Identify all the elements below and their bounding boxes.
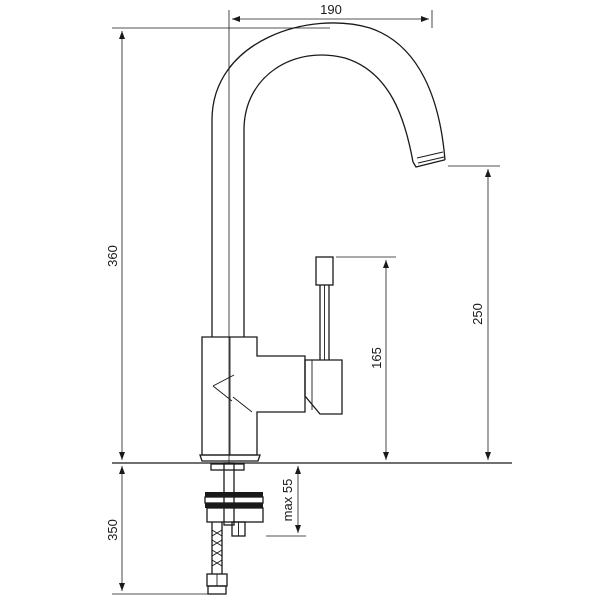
dim-depth-350: 350 xyxy=(105,466,212,595)
dim-height-360: 360 xyxy=(105,27,330,460)
mixer-body xyxy=(201,336,306,456)
dim-width-190: 190 xyxy=(228,2,433,463)
dim-label-total-height: 360 xyxy=(105,245,120,267)
dim-label-width: 190 xyxy=(320,2,342,17)
aerator xyxy=(412,159,445,168)
lever-cartridge xyxy=(304,359,343,415)
mounting-kit xyxy=(204,462,264,595)
dim-height-250: 250 xyxy=(448,165,500,460)
dim-height-165: 165 xyxy=(336,256,396,460)
faucet-body xyxy=(199,22,446,462)
dim-label-spout-height: 250 xyxy=(470,303,485,325)
dim-label-handle-height: 165 xyxy=(369,347,384,369)
dim-label-thickness: max 55 xyxy=(280,479,295,522)
lever-handle xyxy=(315,256,334,360)
dim-label-below-counter: 350 xyxy=(105,519,120,541)
dim-thickness-max55: max 55 xyxy=(266,466,306,537)
